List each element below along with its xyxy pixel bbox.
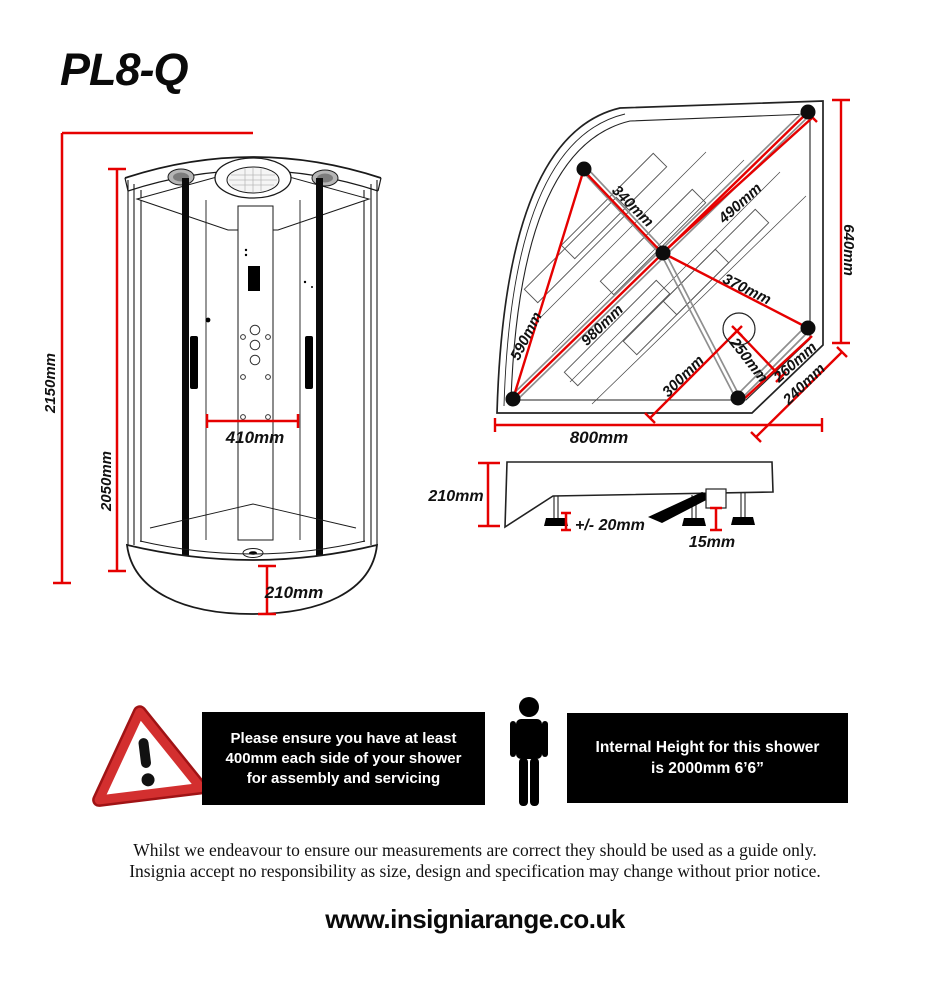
plan-view: 340mm 490mm 640mm 370mm 590mm 980mm 250m… [493,98,857,447]
left-handle [190,336,198,389]
exclamation-dot [141,773,155,787]
shower-tray-front [125,543,379,615]
right-speaker-icon [311,169,339,187]
dim-total-height: 2150mm [42,131,253,585]
dim-label-640: 640mm [840,224,857,276]
plan-red-lines [493,98,850,443]
tray-dimensions [478,461,722,532]
control-jets [240,324,271,420]
waste-trap-box [705,488,727,509]
front-elevation-view [124,156,382,615]
product-model-title: PL8-Q [60,44,189,95]
right-frame [363,180,378,545]
dim-label-tray-height-front: 210mm [264,583,324,602]
left-frame [127,180,142,545]
front-view-dimensions: 2150mm 2050mm 410mm 210mm [42,131,324,616]
left-speaker-icon [167,168,195,186]
technical-diagram: 2150mm 2050mm 410mm 210mm [42,98,857,616]
disclaimer-line-1: Whilst we endeavour to ensure our measur… [133,840,817,860]
tray-legs [544,493,755,526]
exclamation-bar [138,738,151,768]
tray-profile [504,461,774,529]
right-post [316,178,323,556]
warning-triangle-icon [92,705,205,807]
dim-label-door-opening: 410mm [225,428,285,447]
left-post [182,178,189,556]
dim-label-internal-height: 2050mm [98,451,115,512]
tray-side-view: 210mm +/- 20mm 15mm [427,461,774,551]
internal-height-notice-text: Internal Height for this shower is 2000m… [595,739,820,777]
dim-label-leg-adjustment: +/- 20mm [575,517,645,534]
person-icon [510,697,548,806]
assembly-notice-text: Please ensure you have at least 400mm ea… [225,729,462,787]
internal-height-notice-box: Internal Height for this shower is 2000m… [567,713,848,803]
dim-label-total-height: 2150mm [42,353,59,414]
dim-label-800: 800mm [570,428,629,447]
dim-tray-height-front: 210mm [258,564,324,616]
frame-posts [505,104,816,407]
dim-label-clearance: 15mm [689,534,735,551]
waste-drain-circle [722,312,756,346]
waste-pipe [648,492,714,523]
website-url: www.insigniarange.co.uk [325,904,625,934]
right-handle [305,336,313,389]
disclaimer-line-2: Insignia accept no responsibility as siz… [129,861,821,881]
floor-hatch [539,151,807,405]
cabin-top-outline [124,156,382,179]
dim-door-opening: 410mm [205,414,300,447]
assembly-notice-box: Please ensure you have at least 400mm ea… [202,712,485,805]
disclaimer: Whilst we endeavour to ensure our measur… [0,840,950,882]
control-column [237,205,274,541]
shower-head [248,266,260,291]
dim-internal-height: 2050mm [98,167,126,573]
dim-label-tray-height-side: 210mm [427,488,483,505]
